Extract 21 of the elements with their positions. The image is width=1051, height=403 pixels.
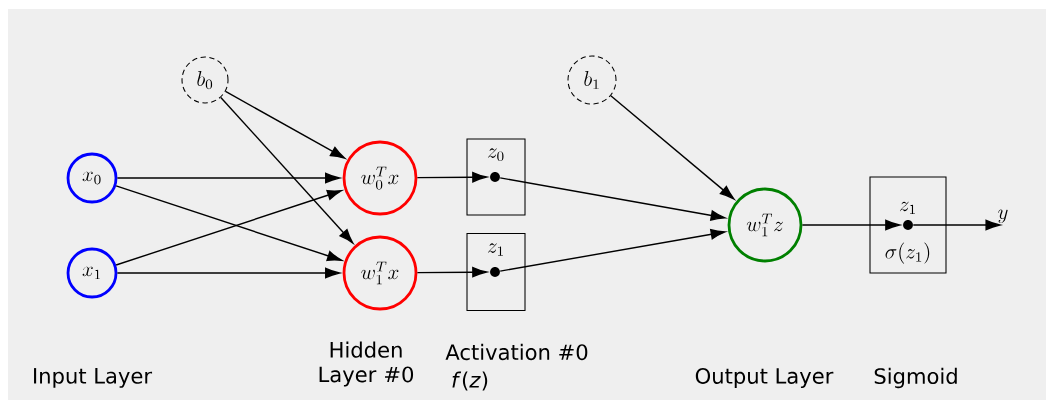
arrow bbox=[610, 95, 735, 200]
activation-box: $z_1$ bbox=[466, 232, 526, 311]
arrow bbox=[224, 90, 346, 159]
layer-label: Input Layer bbox=[34, 368, 153, 388]
output-label: $y$ bbox=[998, 209, 1008, 224]
arrow bbox=[912, 219, 1001, 231]
activation-box: $z_0$ bbox=[466, 138, 526, 216]
arrow bbox=[499, 229, 726, 272]
arrow bbox=[116, 172, 340, 184]
layer-label: f(z) bbox=[452, 371, 488, 391]
layer-label: Activation #0 bbox=[445, 343, 588, 361]
layer-label: Output Layer bbox=[695, 367, 834, 388]
arrow bbox=[116, 267, 340, 279]
activation-box: $z_1$ $\sigma(z_1)$ bbox=[869, 176, 947, 274]
layer-label: Sigmoid bbox=[874, 367, 957, 389]
arrow bbox=[220, 96, 354, 244]
arrow bbox=[801, 219, 901, 231]
arrow bbox=[499, 177, 726, 221]
arrow bbox=[416, 266, 488, 278]
arrow bbox=[416, 171, 488, 183]
layer-label: Hidden Layer #0 bbox=[319, 341, 414, 387]
